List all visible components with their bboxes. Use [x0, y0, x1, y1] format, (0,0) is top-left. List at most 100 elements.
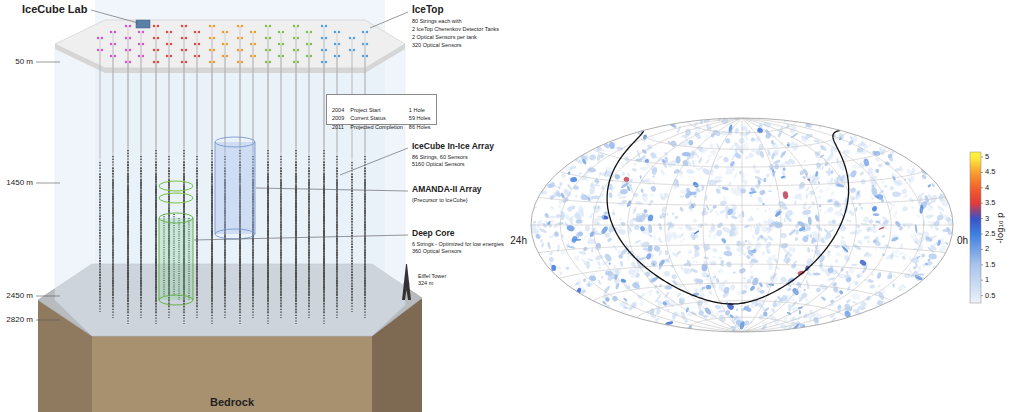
galactic-plane — [607, 130, 849, 304]
icetop-tank — [222, 43, 224, 45]
icetop-tank — [129, 61, 131, 63]
spot — [900, 284, 906, 289]
icetop-tank — [297, 61, 299, 63]
spot — [916, 256, 921, 260]
spot — [774, 210, 782, 218]
spot — [887, 154, 894, 162]
sky-map — [530, 115, 954, 333]
tower-shape — [402, 264, 411, 300]
icetop-tank — [353, 49, 355, 51]
spot — [620, 261, 624, 268]
spot — [839, 274, 846, 279]
icetop-tank — [310, 31, 312, 33]
spot — [532, 229, 539, 235]
spot — [838, 290, 844, 296]
spot — [758, 282, 763, 288]
spot — [849, 136, 854, 141]
icetop-tank — [293, 61, 295, 63]
spot — [946, 226, 950, 232]
colorbar-label: -log₁₀ p — [996, 213, 1006, 244]
spot — [760, 290, 766, 294]
spot — [695, 188, 700, 192]
sensor-string — [99, 174, 100, 312]
spot — [560, 234, 564, 239]
spot — [632, 167, 638, 172]
icetop-tank — [114, 43, 116, 45]
spot — [846, 285, 851, 291]
spot — [819, 144, 828, 152]
spot — [745, 239, 748, 242]
spot — [748, 152, 755, 159]
icetop-tank — [222, 55, 224, 57]
spec-text: 360 Optical Sensors — [412, 248, 462, 254]
spot — [856, 191, 860, 195]
icetop-tank — [269, 37, 271, 39]
spot — [655, 309, 660, 315]
spot — [704, 223, 709, 226]
icetop-tank — [250, 31, 252, 33]
spot — [927, 246, 935, 253]
spot — [637, 213, 647, 223]
spot — [730, 168, 735, 172]
spot — [619, 196, 627, 199]
icetop-tank — [366, 43, 368, 45]
spot — [535, 219, 543, 229]
spot — [633, 209, 636, 212]
spot — [737, 137, 745, 145]
spot — [892, 274, 897, 279]
spot — [868, 219, 874, 225]
spot — [784, 251, 791, 259]
spot — [600, 275, 603, 279]
spot — [855, 207, 858, 212]
spot — [548, 256, 554, 263]
spot — [786, 257, 790, 265]
spot — [679, 195, 684, 198]
icetop-tank — [97, 49, 99, 51]
icetop-tank — [213, 61, 215, 63]
sensor-string — [155, 186, 156, 324]
spot — [818, 262, 823, 268]
table-cell: Projected Completion — [350, 124, 403, 130]
colorbar-bar — [970, 152, 981, 303]
spot — [707, 154, 712, 158]
icetop-tank — [97, 37, 99, 39]
spot — [784, 161, 790, 166]
spot — [750, 137, 755, 141]
spot — [660, 169, 666, 176]
icetop-tank — [198, 55, 200, 57]
spot — [739, 171, 741, 175]
spot — [888, 154, 893, 159]
spot — [627, 269, 635, 276]
spot — [825, 170, 828, 174]
spot — [716, 155, 723, 161]
depth-scale — [36, 62, 60, 320]
spot — [559, 271, 563, 275]
spot — [788, 125, 797, 135]
spot — [547, 242, 551, 250]
colorbar-tick: 3.5 — [985, 199, 995, 208]
icetop-tank — [157, 37, 159, 39]
icetop-tank — [237, 37, 239, 39]
spot — [714, 180, 722, 183]
spot — [892, 283, 895, 288]
string-cable — [100, 50, 101, 170]
icetop-tank — [157, 25, 159, 27]
icetop-tank — [338, 43, 340, 45]
spot — [722, 156, 729, 163]
icetop-tank — [366, 31, 368, 33]
spot — [645, 253, 652, 261]
spot — [851, 264, 858, 266]
spot — [920, 253, 926, 259]
spot — [888, 274, 893, 279]
colorbar-tick-mark — [981, 172, 983, 173]
spot — [917, 265, 922, 273]
icetop-tank — [310, 55, 312, 57]
icetop-tank — [241, 61, 243, 63]
spot — [600, 154, 604, 159]
icetop-tank — [157, 49, 159, 51]
spot — [573, 255, 580, 262]
spot — [560, 250, 567, 256]
spot — [657, 237, 663, 244]
spot — [900, 251, 907, 256]
icetop-tank — [157, 61, 159, 63]
